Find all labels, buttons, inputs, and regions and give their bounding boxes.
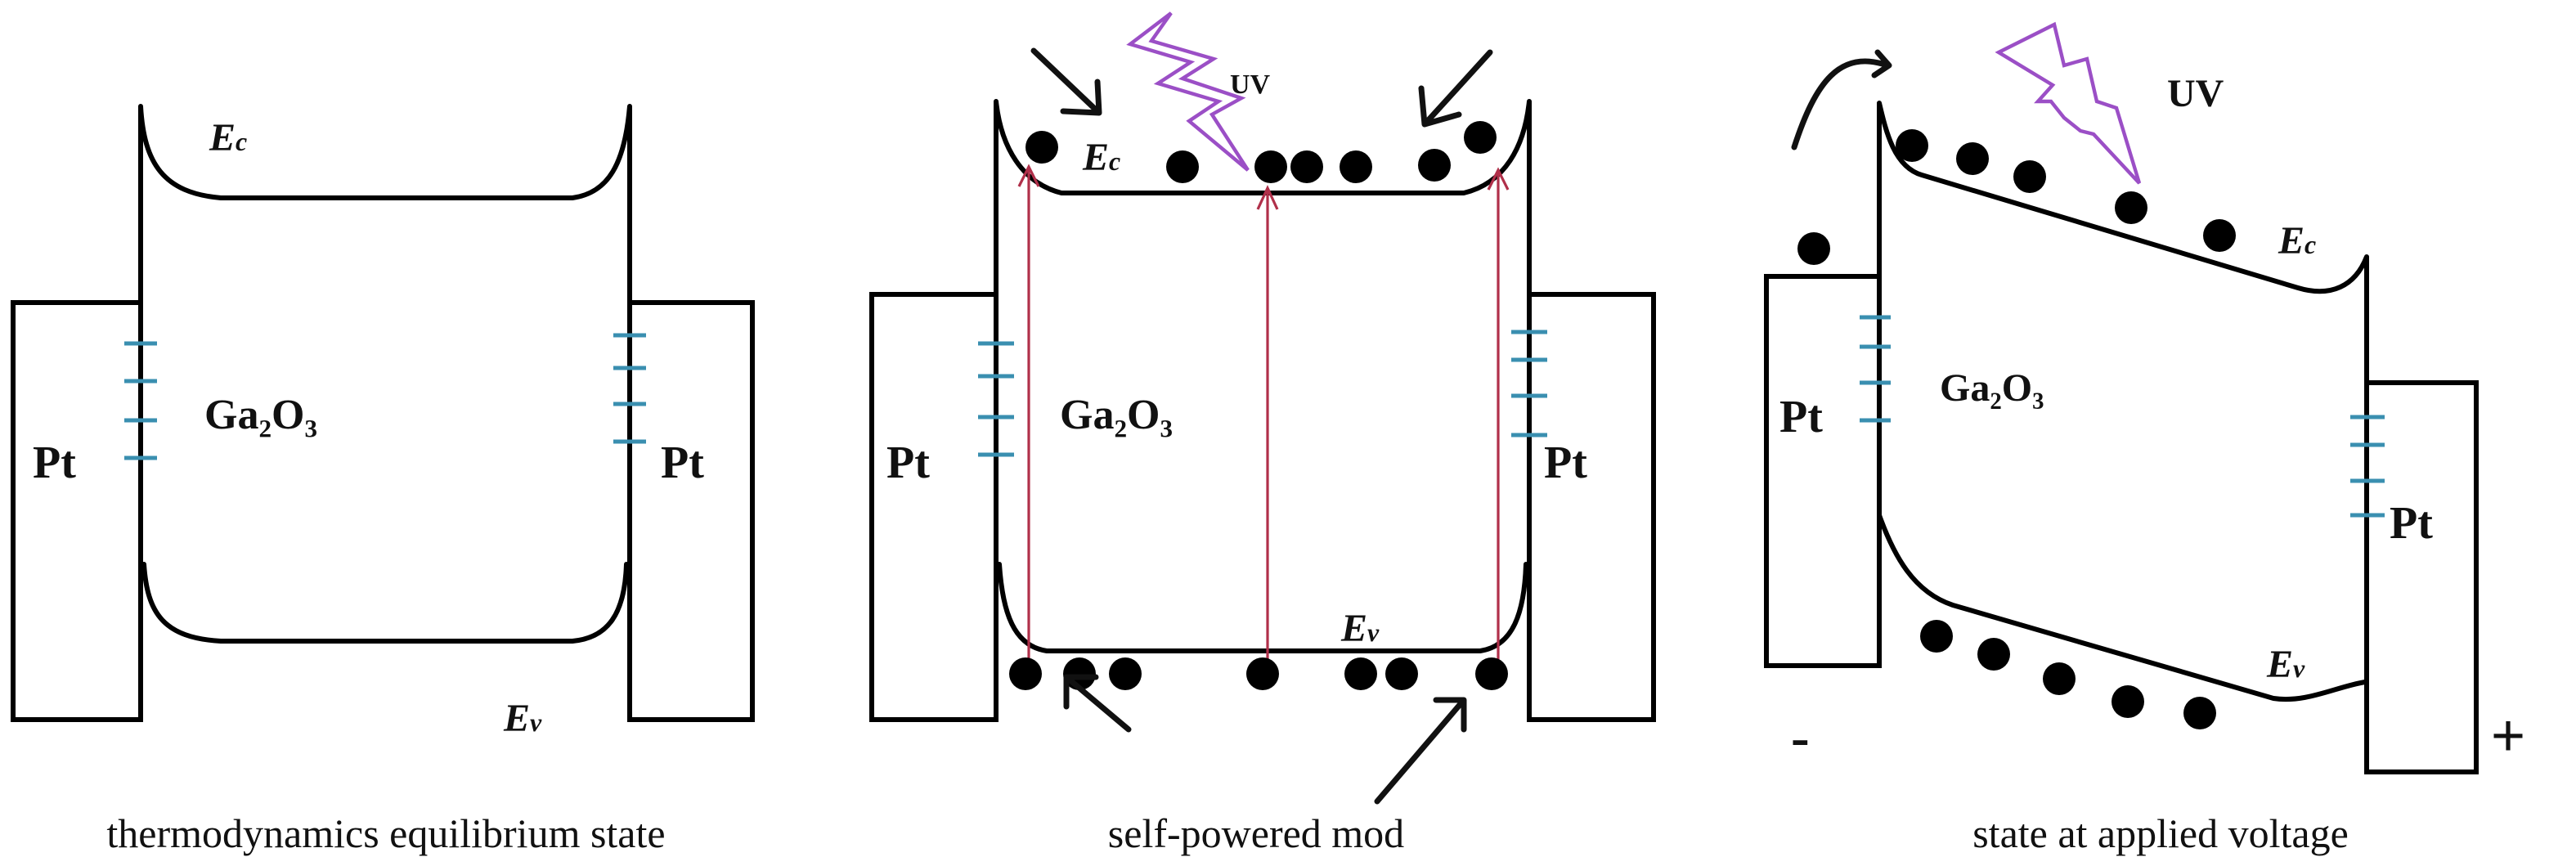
pt-left-box xyxy=(11,300,143,722)
carrier-flow-arrows xyxy=(1030,47,1493,805)
semiconductor-label: Ga₂O₃ xyxy=(1060,392,1173,438)
pt-right-box xyxy=(1527,292,1656,722)
pt-right-box xyxy=(627,300,755,722)
panel-equilibrium: Ec Ga₂O₃ Pt Pt Ev thermodynamics equilib… xyxy=(11,104,755,856)
panel-self-powered: UV Ec Ga₂O₃ Pt Pt Ev self-powered mod xyxy=(869,11,1656,856)
pt-left-box xyxy=(869,292,999,722)
uv-lightning-icon xyxy=(1995,21,2142,185)
interface-traps-left xyxy=(1860,315,1891,423)
valence-band xyxy=(1877,513,2367,702)
positive-terminal-label: + xyxy=(2491,703,2525,769)
valence-band xyxy=(141,562,629,644)
pt-left-label: Pt xyxy=(1779,392,1823,442)
pt-right-box xyxy=(2364,380,2479,774)
interface-traps-right xyxy=(613,333,646,444)
uv-lightning-icon xyxy=(1126,11,1250,172)
caption-applied-voltage: state at applied voltage xyxy=(1972,810,2349,856)
interface-traps-right xyxy=(2350,415,2385,518)
ev-label: Ev xyxy=(2266,643,2305,686)
excitation-arrows xyxy=(1017,164,1510,674)
pt-right-label: Pt xyxy=(661,437,704,488)
ev-label: Ev xyxy=(503,697,542,740)
pt-left-label: Pt xyxy=(886,437,930,488)
semiconductor-label: Ga₂O₃ xyxy=(204,392,317,438)
interface-traps-right xyxy=(1511,330,1547,437)
interface-traps-left xyxy=(978,341,1014,457)
pt-right-label: Pt xyxy=(2390,498,2433,549)
valence-band xyxy=(997,562,1528,653)
uv-label: UV xyxy=(1230,70,1271,100)
holes xyxy=(1009,657,1508,690)
conduction-band xyxy=(138,104,632,305)
caption-self-powered: self-powered mod xyxy=(1108,810,1404,856)
interface-traps-left xyxy=(124,341,157,460)
pt-left-label: Pt xyxy=(33,437,76,488)
pt-left-box xyxy=(1764,274,1882,668)
ec-label: Ec xyxy=(2278,219,2316,262)
conduction-band xyxy=(1877,101,2369,385)
panel-applied-voltage: UV Ec Ga₂O₃ Pt Pt Ev - + state at applie… xyxy=(1764,21,2525,856)
pt-right-label: Pt xyxy=(1544,437,1587,488)
caption-equilibrium: thermodynamics equilibrium state xyxy=(106,810,665,856)
semiconductor-label: Ga₂O₃ xyxy=(1940,366,2044,410)
ev-label: Ev xyxy=(1340,607,1380,650)
ec-label: Ec xyxy=(209,116,247,159)
ec-label: Ec xyxy=(1082,136,1120,179)
electron-injection-arrow xyxy=(1791,49,1892,150)
electrons xyxy=(1797,129,2236,265)
conduction-band xyxy=(994,99,1532,297)
uv-label: UV xyxy=(2167,72,2224,115)
negative-terminal-label: - xyxy=(1791,706,1810,768)
